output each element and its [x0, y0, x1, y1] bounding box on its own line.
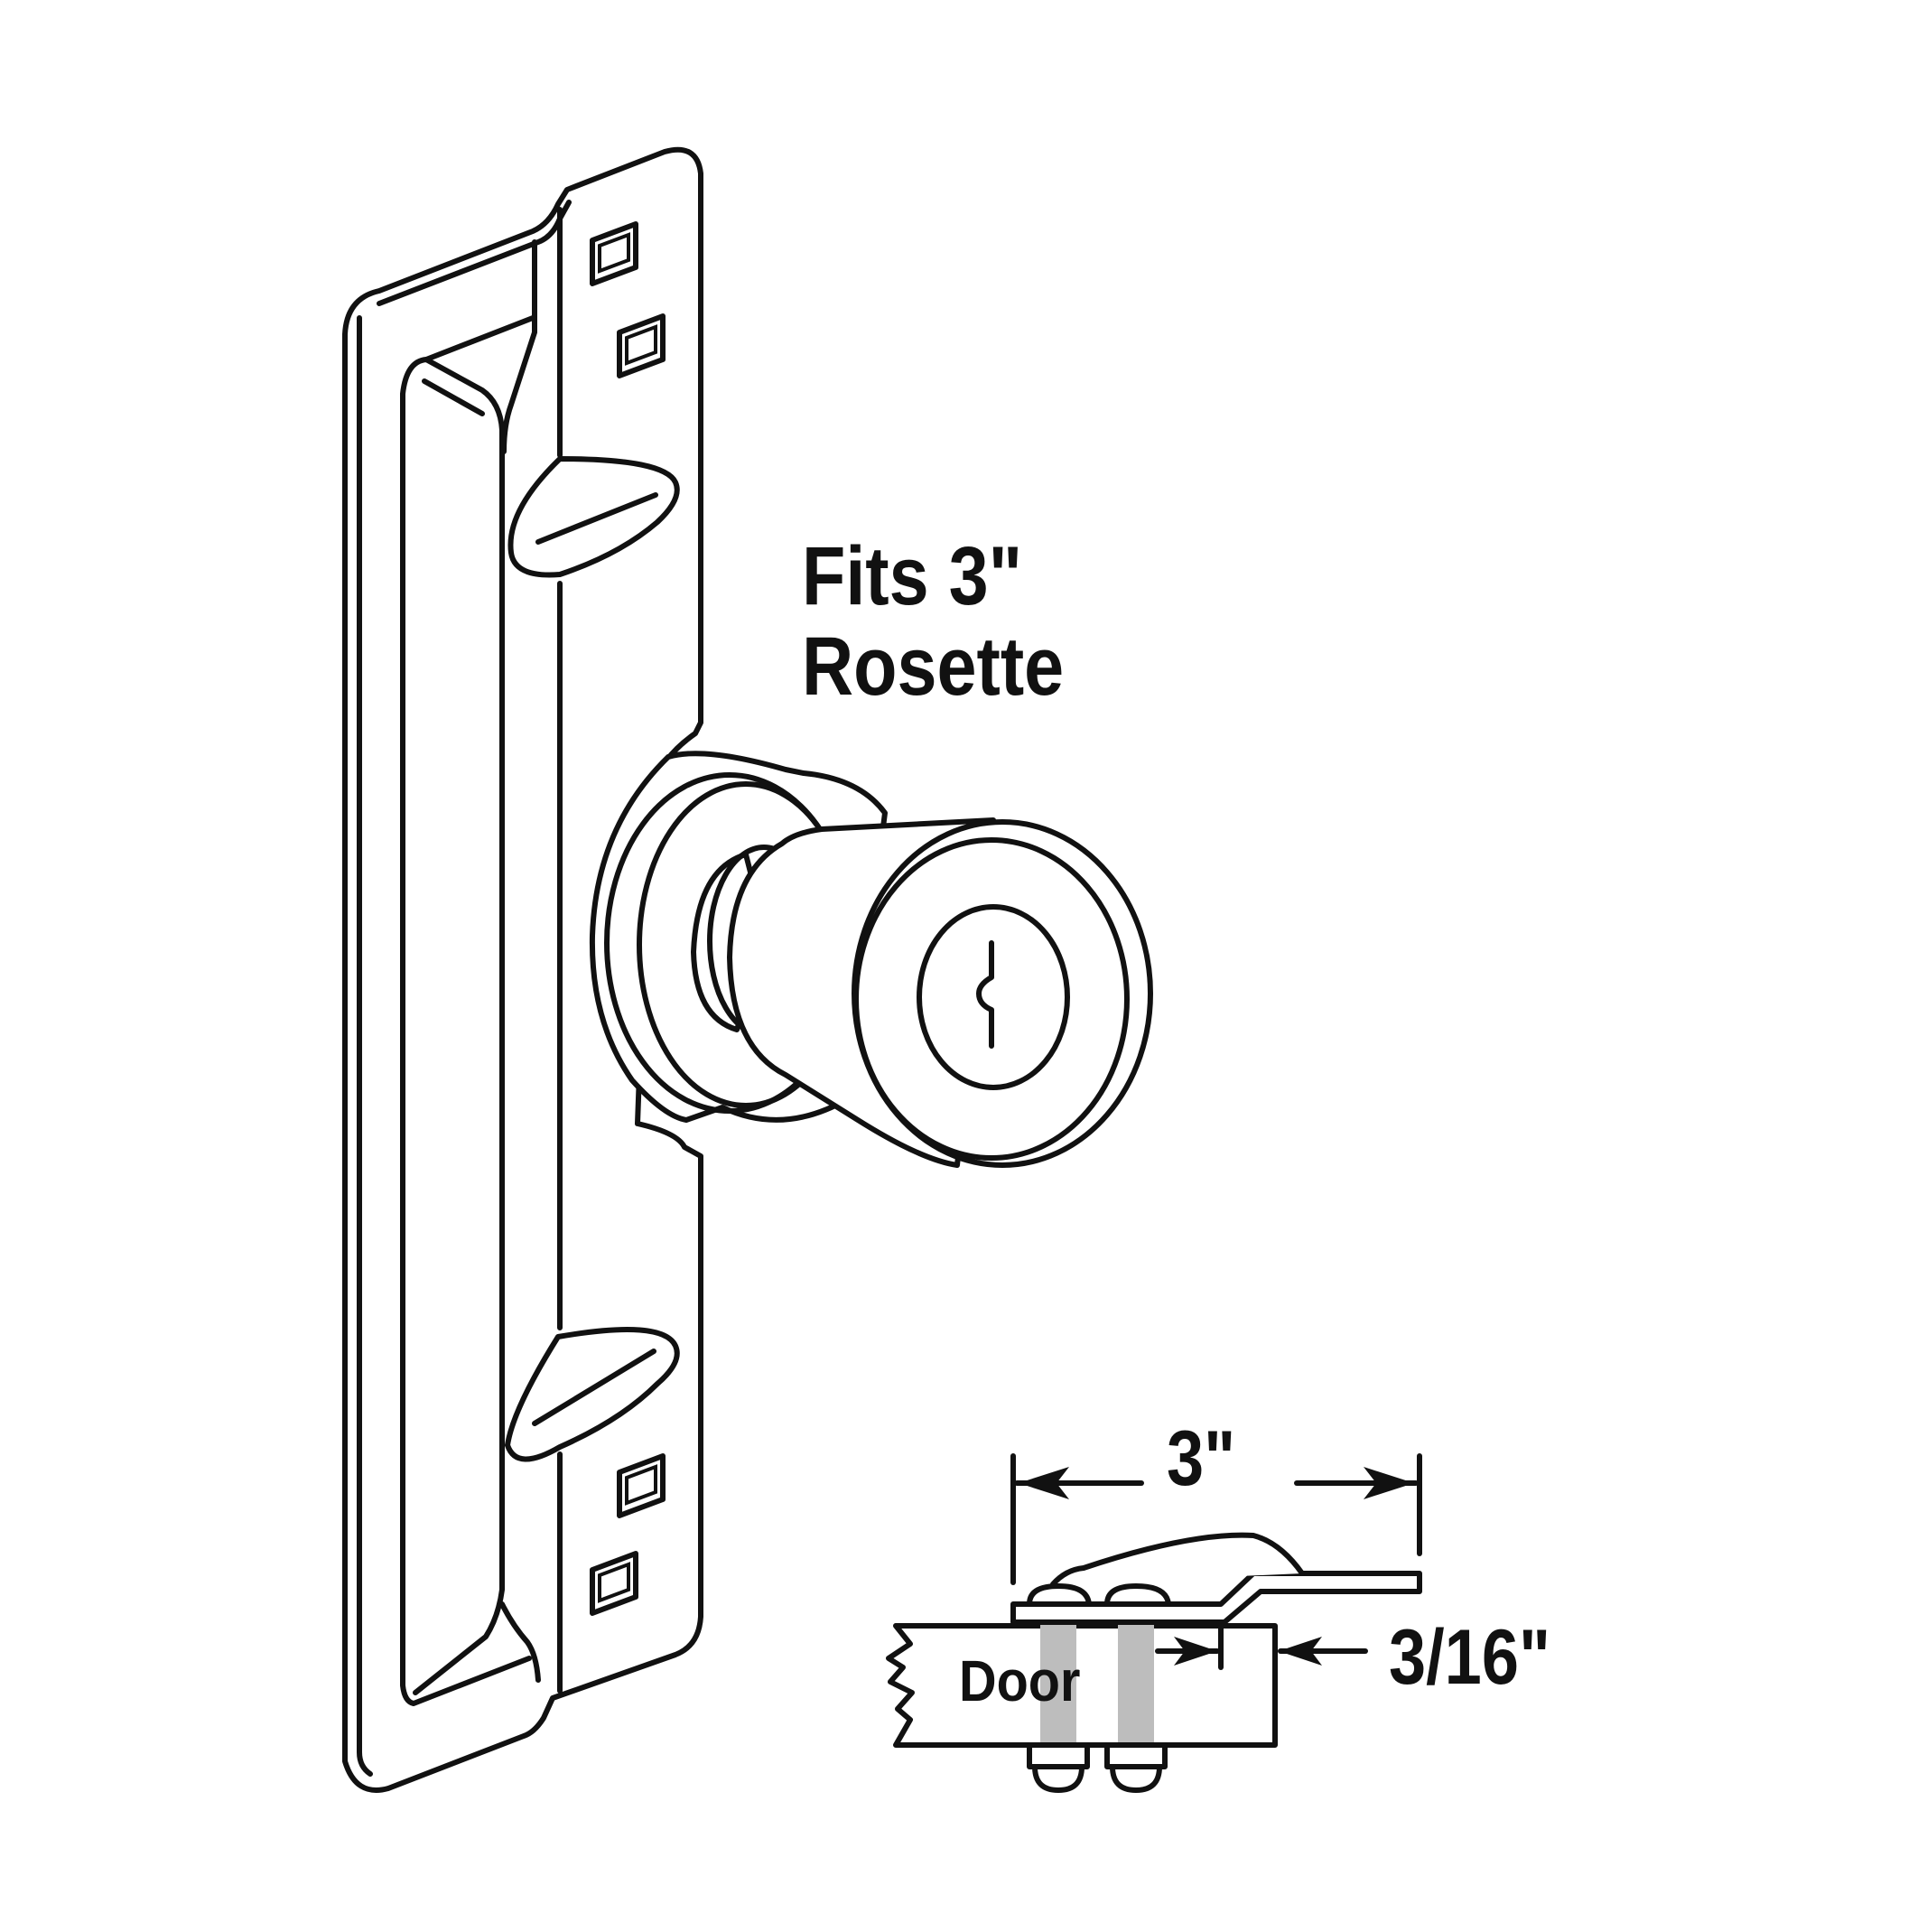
fits-callout-line2: Rosette	[802, 621, 1065, 713]
fits-callout: Fits 3" Rosette	[802, 531, 1064, 712]
guard-plate-outline	[342, 146, 703, 1793]
guard-plate-channel-diag-top	[422, 315, 535, 416]
bolt-head-1	[1027, 1583, 1092, 1607]
knob-face-rim	[853, 837, 1130, 1161]
section-detail	[886, 1453, 1422, 1793]
door-slab	[886, 1623, 1278, 1748]
dim-3-arrow-right-icon	[1364, 1467, 1414, 1499]
dimension-thickness-label: 3/16"	[1389, 1614, 1551, 1701]
bolt-head-2	[1104, 1583, 1171, 1607]
guard-plate	[342, 146, 703, 1793]
dim-316-arrow-inner-icon	[1174, 1637, 1217, 1666]
guard-plate-edge-left	[357, 315, 373, 1777]
screw-slot-4	[590, 1551, 638, 1616]
section-plate	[1010, 1571, 1422, 1625]
dim-3-arrow-left-icon	[1019, 1467, 1069, 1499]
door-label: Door	[959, 1648, 1081, 1713]
door-knob	[691, 817, 1153, 1168]
guard-plate-channel-bottom-curve	[499, 1601, 541, 1683]
guard-plate-rib-inner	[501, 239, 537, 454]
bend-tab-top	[507, 456, 680, 578]
screw-slot-1	[590, 221, 638, 286]
screw-slot-3	[617, 1453, 666, 1518]
section-tab	[1050, 1532, 1305, 1587]
bolt-1	[1040, 1604, 1076, 1754]
screw-slot-2	[617, 313, 666, 378]
dim-316-arrow-outer-icon	[1279, 1637, 1322, 1666]
bend-tab-bottom	[505, 1327, 680, 1462]
keyway-icon	[976, 940, 994, 1049]
fits-callout-line1: Fits 3"	[802, 530, 1023, 622]
guard-plate-channel	[400, 357, 532, 1706]
dimension-width-label: 3"	[1167, 1415, 1236, 1502]
bolt-2	[1118, 1604, 1154, 1754]
nut-1	[1027, 1742, 1090, 1793]
keyhole-plate	[917, 904, 1070, 1090]
nut-2	[1104, 1742, 1168, 1793]
